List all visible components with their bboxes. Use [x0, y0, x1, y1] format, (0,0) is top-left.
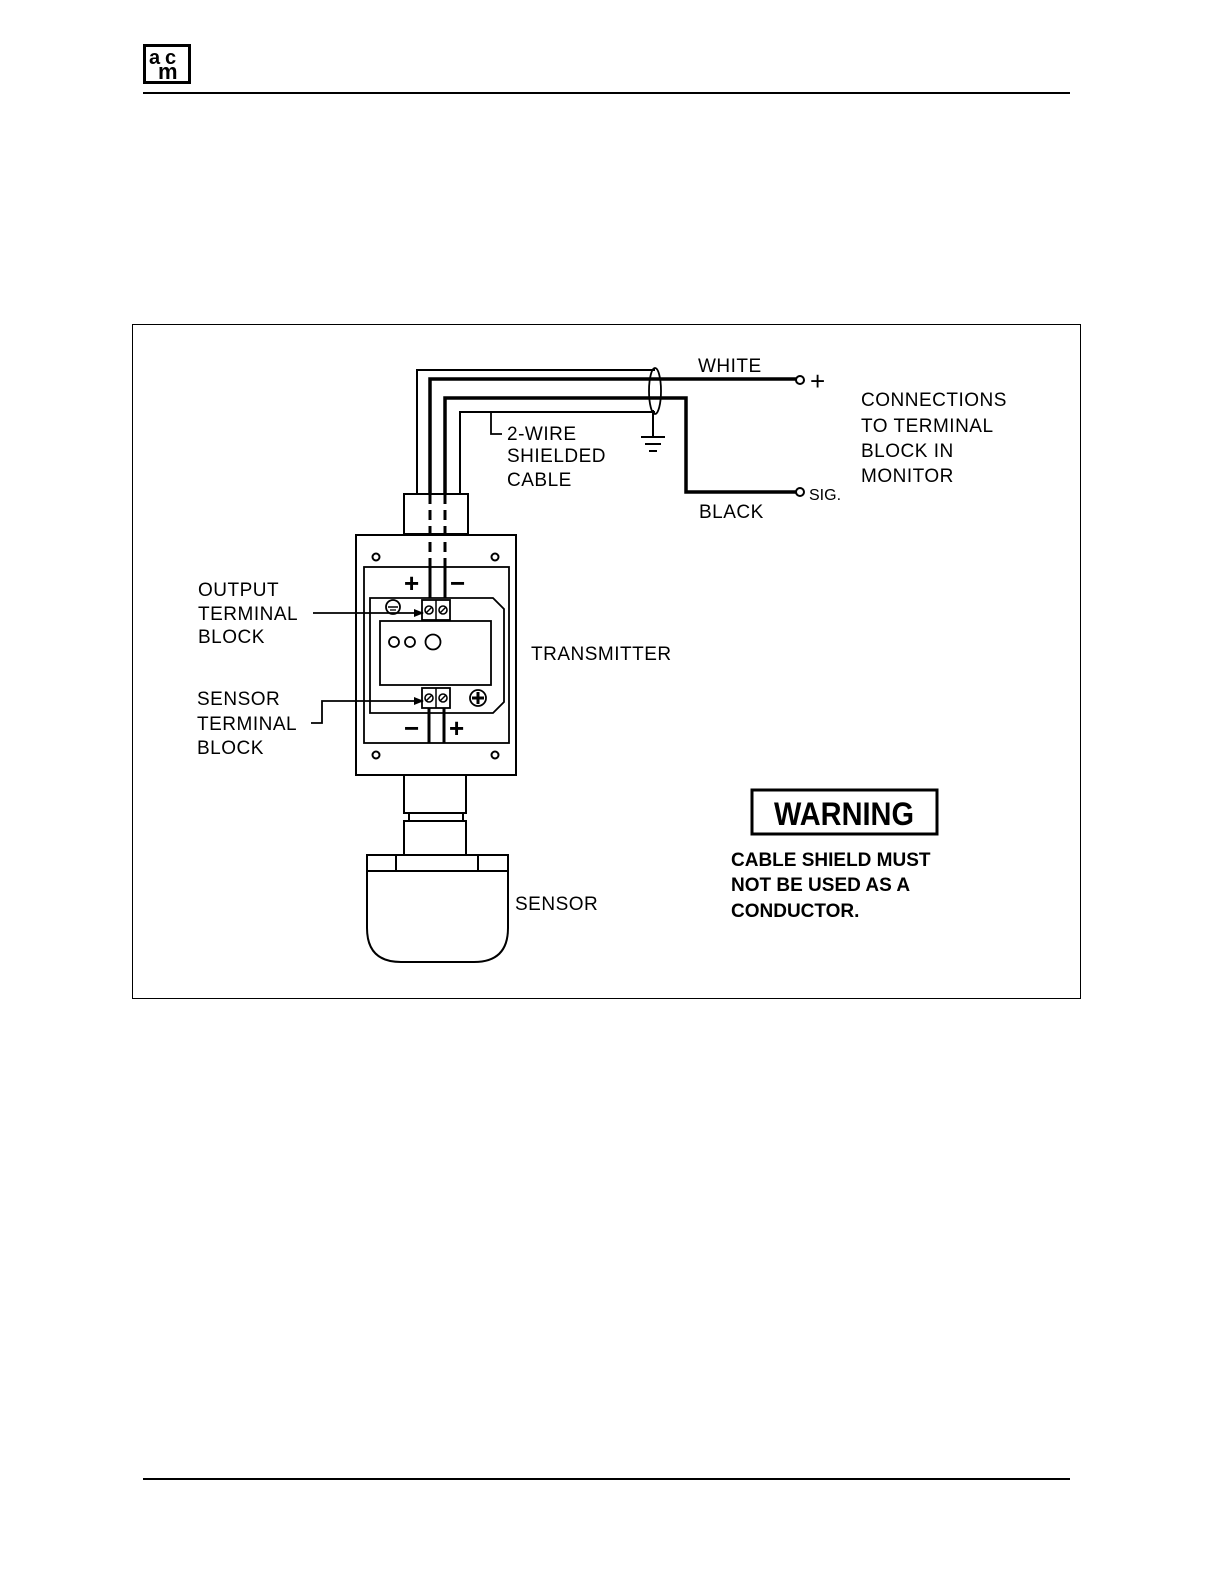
sensor-terminal-block	[422, 688, 450, 708]
mounting-hole	[492, 752, 499, 759]
black-wire-label: BLACK	[699, 502, 764, 523]
connections-label-line: BLOCK IN	[861, 441, 954, 462]
connections-label: CONNECTIONS TO TERMINAL BLOCK IN MONITOR	[861, 390, 1007, 487]
sensor-body	[367, 775, 508, 962]
sensor-label-line: SENSOR	[197, 689, 280, 710]
plus-screw-icon	[470, 690, 486, 706]
cable-label: 2-WIRE SHIELDED CABLE	[507, 424, 606, 491]
sensor-label: SENSOR	[515, 894, 598, 915]
conduit-fitting	[404, 494, 468, 534]
plus-terminal-label: +	[810, 366, 825, 396]
sig-terminal-label: SIG.	[809, 487, 841, 504]
shield-oval	[649, 368, 661, 414]
plus-terminal-icon	[796, 376, 804, 384]
output-label-line: BLOCK	[198, 627, 265, 648]
connections-label-line: MONITOR	[861, 466, 954, 487]
warning-title: WARNING	[774, 796, 914, 832]
output-terminal-block	[422, 600, 450, 620]
warning-line: CABLE SHIELD MUST	[731, 850, 931, 871]
mounting-hole	[373, 554, 380, 561]
transmitter-label: TRANSMITTER	[531, 644, 672, 665]
output-label-line: OUTPUT	[198, 580, 279, 601]
warning-text: CABLE SHIELD MUST NOT BE USED AS A CONDU…	[731, 850, 931, 922]
connections-label-line: CONNECTIONS	[861, 390, 1007, 411]
cable-label-line: CABLE	[507, 470, 572, 491]
sensor-minus-label: −	[404, 713, 419, 743]
cable-label-leader	[491, 413, 502, 434]
output-label-line: TERMINAL	[198, 604, 298, 625]
cable-label-line: 2-WIRE	[507, 424, 577, 445]
sig-terminal-icon	[796, 488, 804, 496]
warning-line: NOT BE USED AS A	[731, 875, 910, 896]
connections-label-line: TO TERMINAL	[861, 416, 994, 437]
mounting-hole	[492, 554, 499, 561]
output-leads	[430, 566, 445, 598]
white-wire-label: WHITE	[698, 356, 762, 377]
output-minus-label: −	[450, 568, 465, 598]
warning-box: WARNING	[752, 790, 937, 834]
sensor-plus-label: +	[449, 713, 464, 743]
cable-label-line: SHIELDED	[507, 446, 606, 467]
ground-icon	[641, 410, 665, 451]
warning-line: CONDUCTOR.	[731, 901, 859, 922]
sensor-label-line: BLOCK	[197, 738, 264, 759]
output-plus-label: +	[404, 568, 419, 598]
sensor-label-line: TERMINAL	[197, 714, 297, 735]
mounting-hole	[373, 752, 380, 759]
